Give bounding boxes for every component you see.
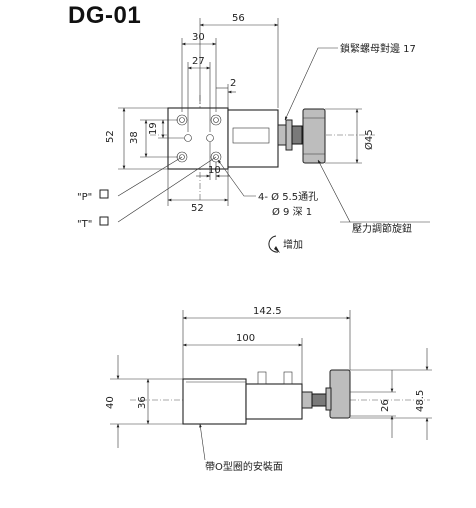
label-holes-through: 4- Ø 5.5通孔 — [258, 191, 318, 203]
dim-27: 27 — [192, 56, 205, 67]
adjust-knob — [302, 108, 326, 164]
valve-housing — [227, 109, 279, 168]
housing-slot — [232, 127, 270, 144]
dim-38: 38 — [129, 131, 140, 144]
rotation-arrow-icon — [268, 235, 279, 253]
side-body-block — [182, 378, 247, 425]
dim-10: 10 — [208, 165, 221, 176]
label-oring-mounting-face: 帶O型圈的安裝面 — [205, 460, 283, 473]
port-p-label: "P" — [77, 192, 92, 203]
label-increase: 增加 — [283, 238, 303, 251]
port-t-label: "T" — [77, 219, 92, 230]
dim-2: 2 — [230, 78, 236, 89]
side-knob — [329, 369, 351, 419]
label-holes-counterbore: Ø 9 深 1 — [272, 206, 312, 218]
dim-100: 100 — [236, 333, 255, 344]
side-knob-hub — [325, 387, 332, 411]
lock-nut — [277, 124, 287, 146]
port-p-symbol — [99, 189, 109, 199]
side-view: 142.5 100 40 36 26 48.5 帶O型圈的安裝面 — [105, 306, 432, 473]
side-stem — [311, 393, 327, 407]
dim-142-5: 142.5 — [253, 306, 282, 317]
dim-48-5: 48.5 — [415, 390, 426, 412]
dim-52-vertical: 52 — [105, 130, 116, 143]
side-plug-1 — [257, 371, 267, 385]
dim-19: 19 — [148, 122, 159, 135]
top-view: 56 30 27 2 52 38 19 10 — [77, 13, 430, 253]
diagram-title: DG-01 — [68, 2, 142, 29]
side-lock-nut — [301, 391, 313, 409]
label-lock-nut: 鎖緊螺母對邊 17 — [340, 42, 416, 55]
side-housing — [245, 383, 303, 420]
dim-26: 26 — [380, 399, 391, 412]
dim-40: 40 — [105, 396, 116, 409]
dim-36: 36 — [137, 396, 148, 409]
side-plug-2 — [283, 371, 293, 385]
port-t-symbol — [99, 216, 109, 226]
dim-56: 56 — [232, 13, 245, 24]
adjust-stem — [291, 125, 303, 145]
dim-diameter-45: Ø45 — [363, 129, 375, 150]
label-adjust-knob: 壓力調節旋鈕 — [352, 222, 412, 235]
dim-30: 30 — [192, 32, 205, 43]
lock-nut-flange — [285, 119, 293, 151]
dim-52-horizontal: 52 — [191, 203, 204, 214]
